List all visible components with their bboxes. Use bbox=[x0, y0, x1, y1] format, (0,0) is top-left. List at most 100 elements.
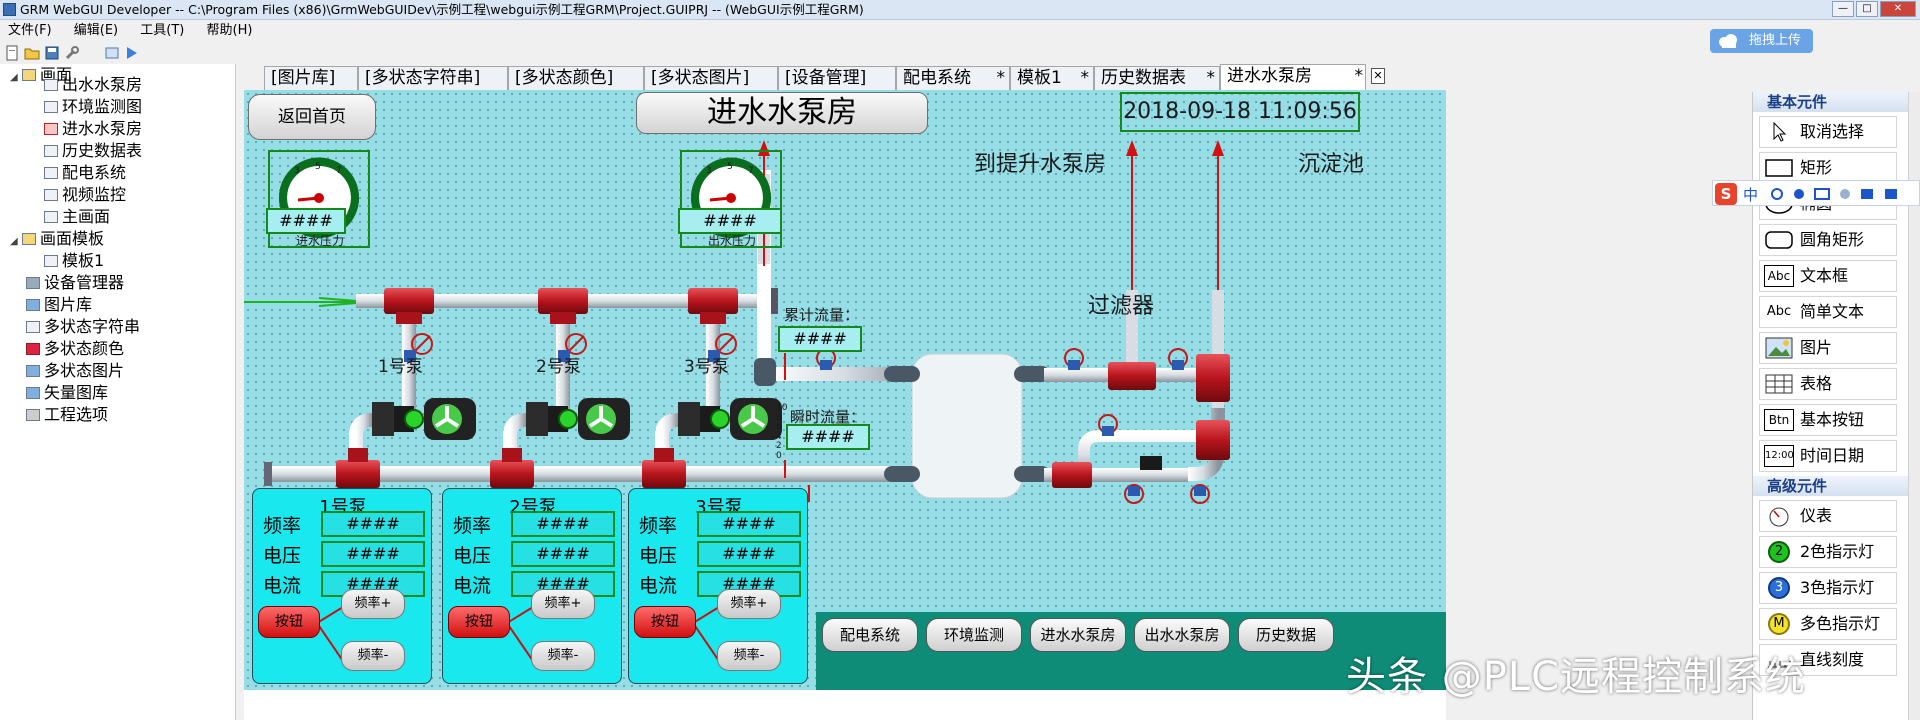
ime-tool-icons[interactable] bbox=[1769, 186, 1915, 202]
tree-item-template[interactable]: 模板1 bbox=[44, 250, 104, 272]
tree-item-screen-selected[interactable]: 进水水泵房 bbox=[44, 118, 142, 140]
outlet-pressure-label: 出水压力 bbox=[707, 234, 756, 248]
tree-item-project-options[interactable]: 工程选项 bbox=[26, 404, 108, 426]
tab-device-manager[interactable]: [设备管理] bbox=[778, 66, 896, 90]
menu-tools[interactable]: 工具(T) bbox=[140, 23, 185, 38]
new-file-icon[interactable] bbox=[4, 45, 20, 61]
back-home-button[interactable]: 返回首页 bbox=[248, 94, 376, 140]
palette-item-linear-scale[interactable]: 直线刻度 bbox=[1759, 644, 1897, 676]
tree-item-vector-library[interactable]: 矢量图库 bbox=[26, 382, 108, 404]
bypass-pipe bbox=[1078, 430, 1204, 476]
close-tab-button[interactable]: ✕ bbox=[1371, 68, 1385, 84]
pump-room-diagram bbox=[244, 140, 1230, 553]
tree-item-multistate-string[interactable]: 多状态字符串 bbox=[26, 316, 140, 338]
pump-1-freq-down-button[interactable]: 频率- bbox=[341, 641, 405, 671]
ime-logo-icon[interactable]: S bbox=[1715, 183, 1737, 205]
pump-1-label: 1号泵 bbox=[378, 357, 423, 377]
simple-text-icon: Abc bbox=[1766, 304, 1792, 319]
connector-lines bbox=[507, 607, 534, 662]
basic-components-header[interactable]: 基本元件 bbox=[1753, 92, 1909, 112]
outlet-pressure-value: #### bbox=[678, 208, 782, 234]
pump2-branch-pipe bbox=[556, 308, 570, 418]
tab-multistate-color[interactable]: [多状态颜色] bbox=[508, 66, 644, 90]
palette-item-rectangle[interactable]: 矩形 bbox=[1759, 152, 1897, 184]
nav-environment-button[interactable]: 环境监测 bbox=[926, 618, 1022, 652]
advanced-components-header[interactable]: 高级元件 bbox=[1753, 476, 1909, 496]
save-icon[interactable] bbox=[44, 45, 60, 61]
tree-item-screen[interactable]: 出水水泵房 bbox=[44, 74, 142, 96]
tab-multistate-string[interactable]: [多状态字符串] bbox=[358, 66, 508, 90]
menu-help[interactable]: 帮助(H) bbox=[206, 23, 253, 38]
tree-item-screen[interactable]: 主画面 bbox=[44, 206, 110, 228]
collapse-icon[interactable]: ◢ bbox=[10, 72, 18, 83]
open-folder-icon[interactable] bbox=[24, 45, 40, 61]
ime-toolbar: S 中 bbox=[1712, 180, 1920, 206]
pump-1-freq-up-button[interactable]: 频率+ bbox=[341, 589, 405, 619]
tree-item-screen[interactable]: 历史数据表 bbox=[44, 140, 142, 162]
run-icon[interactable] bbox=[124, 45, 140, 61]
ime-language-toggle[interactable]: 中 bbox=[1743, 186, 1759, 204]
drag-upload-button[interactable]: 拖拽上传 bbox=[1710, 29, 1813, 53]
palette-item-image[interactable]: 图片 bbox=[1759, 332, 1897, 364]
preview-icon[interactable] bbox=[104, 45, 120, 61]
tree-item-multistate-color[interactable]: 多状态颜色 bbox=[26, 338, 124, 360]
maximize-button[interactable]: □ bbox=[1856, 1, 1878, 17]
pump-3-freq-down-button[interactable]: 频率- bbox=[717, 641, 781, 671]
rectangle-icon bbox=[1765, 159, 1793, 177]
minimize-button[interactable]: — bbox=[1832, 1, 1854, 17]
nav-outlet-pump-button[interactable]: 出水水泵房 bbox=[1134, 618, 1230, 652]
screen-icon bbox=[44, 145, 58, 157]
tab-multistate-image[interactable]: [多状态图片] bbox=[644, 66, 778, 90]
nav-power-system-button[interactable]: 配电系统 bbox=[822, 618, 918, 652]
pump-3-label: 3号泵 bbox=[684, 357, 729, 377]
window-controls: — □ ✕ bbox=[1832, 1, 1916, 17]
tree-item-image-library[interactable]: 图片库 bbox=[26, 294, 92, 316]
tab-history-table[interactable]: 历史数据表* bbox=[1094, 66, 1220, 90]
tree-item-screen[interactable]: 配电系统 bbox=[44, 162, 126, 184]
pump-3-icon bbox=[678, 398, 782, 440]
pump-2-toggle-button[interactable]: 按钮 bbox=[448, 606, 510, 638]
tab-image-library[interactable]: [图片库] bbox=[264, 66, 358, 90]
tree-item-screen[interactable]: 环境监测图 bbox=[44, 96, 142, 118]
inlet-pressure-value: #### bbox=[266, 208, 346, 234]
tree-item-multistate-image[interactable]: 多状态图片 bbox=[26, 360, 124, 382]
palette-item-gauge[interactable]: 仪表 bbox=[1759, 500, 1897, 532]
nav-history-button[interactable]: 历史数据 bbox=[1238, 618, 1334, 652]
tab-inlet-pump-room[interactable]: 进水水泵房* bbox=[1220, 64, 1366, 90]
filter-port bbox=[1014, 466, 1050, 482]
close-window-button[interactable]: ✕ bbox=[1880, 1, 1916, 17]
scale-icon bbox=[1768, 661, 1791, 668]
tree-node-templates[interactable]: ◢画面模板 bbox=[10, 228, 104, 250]
collapse-icon[interactable]: ◢ bbox=[10, 236, 18, 247]
nav-inlet-pump-button[interactable]: 进水水泵房 bbox=[1030, 618, 1126, 652]
tab-power-system[interactable]: 配电系统* bbox=[896, 66, 1010, 90]
pump-2-freq-down-button[interactable]: 频率- bbox=[531, 641, 595, 671]
palette-scrollbar[interactable] bbox=[1908, 92, 1920, 720]
wrench-icon bbox=[26, 409, 40, 421]
menu-file[interactable]: 文件(F) bbox=[8, 23, 52, 38]
pump-3-freq-up-button[interactable]: 频率+ bbox=[717, 589, 781, 619]
tab-template1[interactable]: 模板1* bbox=[1010, 66, 1094, 90]
panel-splitter[interactable] bbox=[236, 64, 244, 720]
pump-2-freq-up-button[interactable]: 频率+ bbox=[531, 589, 595, 619]
pump-1-toggle-button[interactable]: 按钮 bbox=[258, 606, 320, 638]
menu-edit[interactable]: 编辑(E) bbox=[73, 23, 119, 38]
screen-navigation-bar: 配电系统 环境监测 进水水泵房 出水水泵房 历史数据 bbox=[816, 612, 1446, 690]
tree-item-screen[interactable]: 视频监控 bbox=[44, 184, 126, 206]
pump-3-toggle-button[interactable]: 按钮 bbox=[634, 606, 696, 638]
palette-item-rounded-rect[interactable]: 圆角矩形 bbox=[1759, 224, 1897, 256]
palette-item-deselect[interactable]: 取消选择 bbox=[1759, 116, 1897, 148]
wrench-icon[interactable] bbox=[64, 45, 80, 61]
palette-item-table[interactable]: 表格 bbox=[1759, 368, 1897, 400]
pump-3-panel: 3号泵 频率 #### 电压 #### 电流 #### 按钮 频率+ 频率- bbox=[628, 488, 808, 684]
screen-icon bbox=[44, 167, 58, 179]
tree-item-device-manager[interactable]: 设备管理器 bbox=[26, 272, 124, 294]
